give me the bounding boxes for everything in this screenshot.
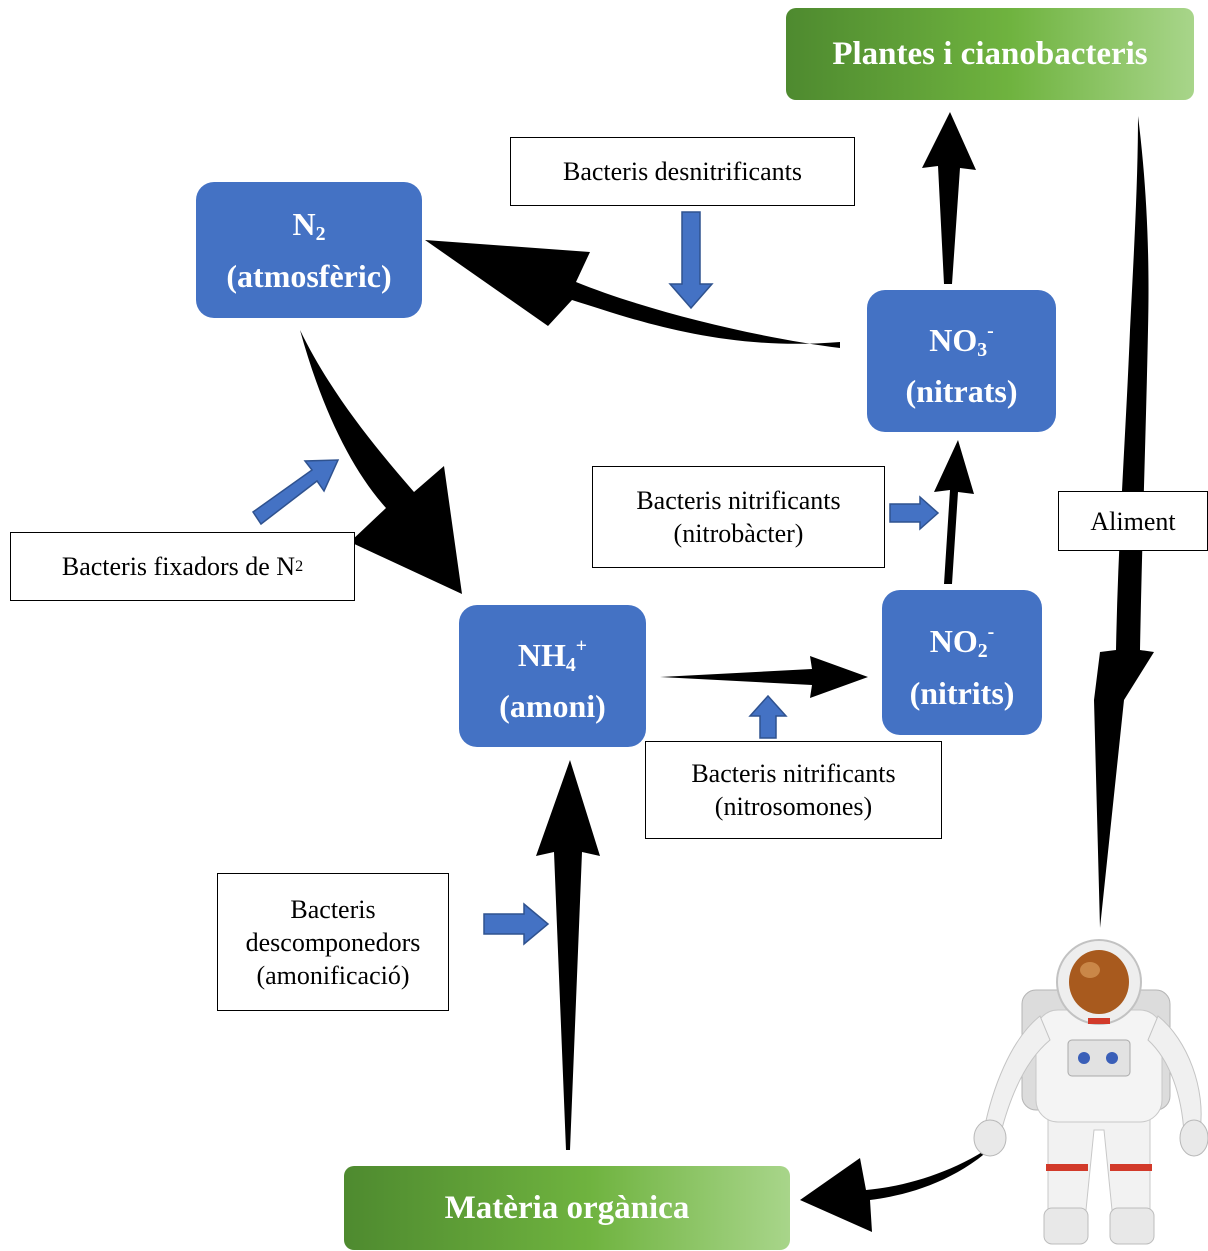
fixers-text: Bacteris fixadors de N: [61, 552, 296, 581]
small-arrow-denitrifying: [668, 211, 714, 310]
arrow-n2-to-ammonium: [300, 330, 462, 594]
label-food: Aliment: [1058, 491, 1208, 551]
ammonium-charge: +: [575, 634, 588, 657]
ammonium-symbol: NH: [517, 636, 566, 673]
node-n2-atmospheric: N2 (atmosfèric): [196, 182, 422, 318]
label-nitrobacter: Bacteris nitrificants (nitrobàcter): [592, 466, 885, 568]
node-n2-formula: N2: [292, 203, 325, 255]
arrow-astronaut-to-organic: [800, 1140, 1000, 1232]
small-arrow-decomposers: [483, 902, 550, 946]
fixers-subscript: 2: [295, 558, 304, 575]
arrow-nitrate-to-plants: [922, 112, 976, 284]
node-ammonium-name: (amoni): [499, 688, 606, 725]
plants-cyanobacteria-box: Plantes i cianobacteris: [786, 8, 1194, 100]
decomposers-line-3: (amonificació): [256, 960, 410, 990]
organic-matter-box: Matèria orgànica: [344, 1166, 790, 1250]
small-arrow-nitrobacter: [889, 495, 940, 531]
arrow-ammonium-to-nitrite: [660, 656, 868, 698]
decomposers-line-2: descomponedors: [245, 927, 421, 957]
astronaut-icon: [973, 939, 1208, 1245]
node-nitrate-name: (nitrats): [905, 373, 1018, 410]
node-nitrate: NO3- (nitrats): [867, 290, 1056, 432]
node-nitrate-formula: NO3-: [929, 310, 994, 371]
arrow-nitrite-to-nitrate: [934, 440, 974, 584]
n2-subscript: 2: [315, 222, 326, 245]
nitrite-subscript: 2: [977, 639, 988, 662]
label-denitrifying-bacteria: Bacteris desnitrificants: [510, 137, 855, 206]
nitrate-symbol: NO: [929, 321, 978, 358]
small-arrow-nitrosomonas: [748, 694, 788, 739]
label-nitrosomonas: Bacteris nitrificants (nitrosomones): [645, 741, 942, 839]
nitrobacter-line-1: Bacteris nitrificants: [636, 486, 841, 515]
arrow-organic-to-ammonium: [536, 760, 600, 1150]
node-nitrite-formula: NO2-: [930, 611, 995, 672]
nitrosomonas-line-2: (nitrosomones): [714, 792, 873, 821]
nitrate-subscript: 3: [977, 338, 988, 361]
nitrate-charge: -: [987, 319, 994, 342]
small-arrow-fixers: [251, 459, 340, 526]
arrow-nitrate-to-n2: [425, 240, 840, 348]
nitrobacter-line-2: (nitrobàcter): [673, 519, 804, 548]
label-decomposer-bacteria: Bacteris descomponedors (amonificació): [217, 873, 449, 1011]
ammonium-subscript: 4: [565, 653, 576, 676]
nitrite-charge: -: [987, 621, 995, 644]
node-n2-name: (atmosfèric): [226, 257, 392, 294]
node-ammonium-formula: NH4+: [518, 625, 587, 686]
nitrite-symbol: NO: [929, 622, 978, 659]
nitrosomonas-line-1: Bacteris nitrificants: [691, 759, 896, 788]
node-nitrite-name: (nitrits): [909, 674, 1015, 711]
decomposers-line-1: Bacteris: [290, 894, 376, 924]
n2-symbol: N: [292, 206, 316, 243]
node-nitrite: NO2- (nitrits): [882, 590, 1042, 735]
node-ammonium: NH4+ (amoni): [459, 605, 646, 747]
